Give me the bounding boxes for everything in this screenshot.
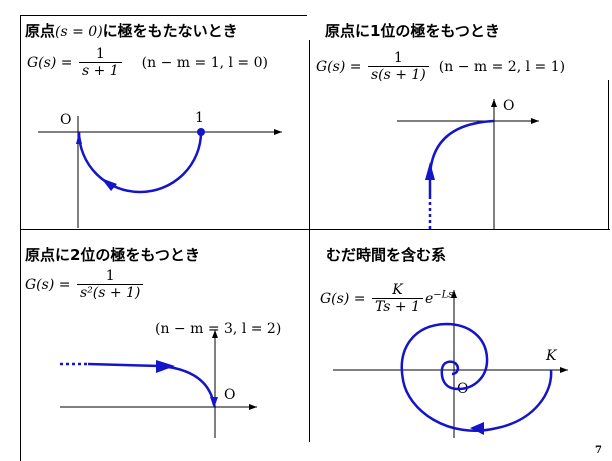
panel-tr-nyquist-curve [428, 119, 495, 199]
panel-tr-origin-label: O [503, 98, 515, 114]
panel-tl-origin-label: O [60, 112, 72, 128]
panel-br-k-label: K [546, 348, 557, 364]
right-border [608, 80, 609, 230]
panel-tl-title: 原点(s = 0)に極をもたないとき [25, 22, 238, 40]
panel-bl-origin-label: O [224, 387, 236, 403]
horizontal-divider [20, 229, 610, 230]
panel-br-nyquist-spiral [400, 322, 553, 432]
panel-tr-title: 原点に1位の極をもつとき [325, 22, 500, 40]
panel-bl-title: 原点に2位の極をもつとき [25, 246, 200, 264]
panel-bl-nyquist-curve [87, 362, 216, 406]
panel-tl-nyquist-curve [77, 131, 203, 194]
panel-tr-curve-arrow [425, 162, 435, 180]
panel-bl-curve-arrow [156, 360, 175, 373]
vertical-divider [309, 40, 310, 442]
top-left-border [20, 15, 307, 16]
panel-bl-origin-arrow [210, 397, 218, 408]
panel-tl-point-label: 1 [195, 110, 204, 126]
panel-tl-curve-arrow [101, 178, 117, 191]
panel-br-curve-arrow [470, 422, 484, 435]
panel-tl-origin-arrow [76, 132, 82, 144]
left-border [20, 15, 21, 461]
panel-br-title: むだ時間を含む系 [326, 246, 447, 264]
page-number: 7 [595, 445, 602, 456]
panel-tl-point-one [197, 128, 205, 136]
panel-bl-condition: (n − m = 3, l = 2) [155, 321, 282, 337]
